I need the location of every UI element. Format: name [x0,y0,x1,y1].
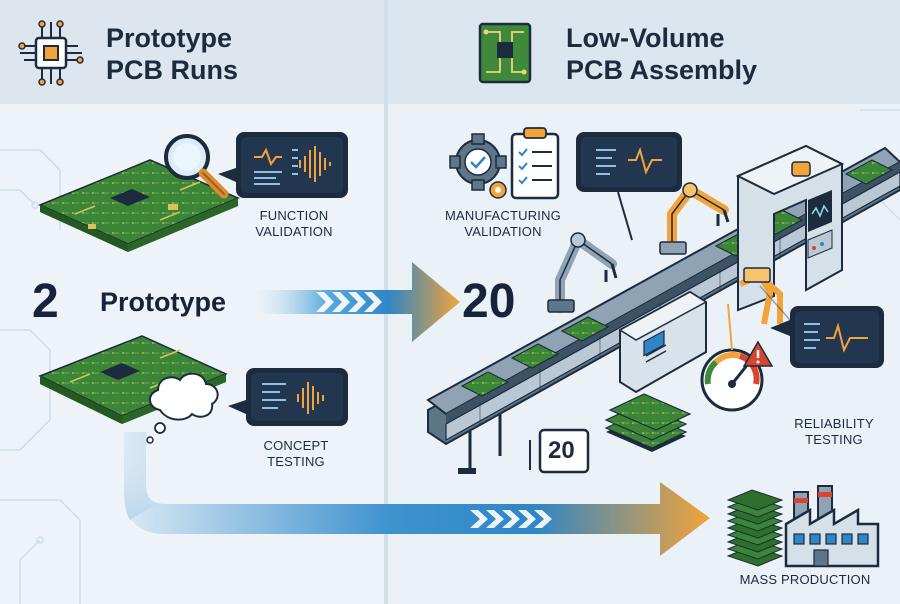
prototype-board-top [38,159,240,252]
robot-arm-yellow [659,182,730,255]
stacked-board [726,489,784,511]
scale-arrow-2-to-20 [255,262,460,342]
right-title-line1: Low-Volume [566,23,725,53]
count-sign [529,428,590,474]
gear-icon [449,133,507,199]
mass-production-label: MASS PRODUCTION [739,572,871,587]
inspection-station [618,290,708,394]
board-stack [604,393,692,452]
conveyor-board [844,159,894,185]
reliability-testing-panel [759,285,884,368]
assembly-count: 20 [462,275,516,328]
warning-icon [742,340,774,367]
magnifier-icon [164,134,229,199]
manufacturing-validation-panel [576,132,682,241]
count-sign-label: 20 [548,437,575,464]
right-title-line2: PCB Assembly [566,55,758,85]
robot-arm-gripper [738,267,783,325]
circuit-board-icon [478,22,532,84]
chip-icon [18,20,84,86]
function-validation-panel [218,132,348,198]
mass-production-stack [726,489,784,567]
thought-cloud-icon [146,372,219,444]
left-title-line1: Prototype [106,23,233,53]
left-title-line2: PCB Runs [106,55,239,85]
factory-icon [784,485,880,568]
concept-testing-panel [228,368,348,426]
conveyor-board [510,343,560,369]
concept-testing-label: CONCEPT TESTING [263,438,329,469]
conveyor-board [560,316,610,342]
clipboard-icon [510,127,560,200]
robot-arm-icon [547,232,618,313]
function-validation-label: FUNCTION VALIDATION [255,208,333,239]
mass-production-arrow [124,432,710,556]
reliability-testing-label: RELIABILITY TESTING [794,416,874,447]
prototype-count: 2 [32,275,59,328]
prototype-count-label: Prototype [100,287,227,317]
manufacturing-validation-label: MANUFACTURING VALIDATION [445,208,561,239]
conveyor-board [460,371,510,397]
right-header-band [388,0,900,104]
